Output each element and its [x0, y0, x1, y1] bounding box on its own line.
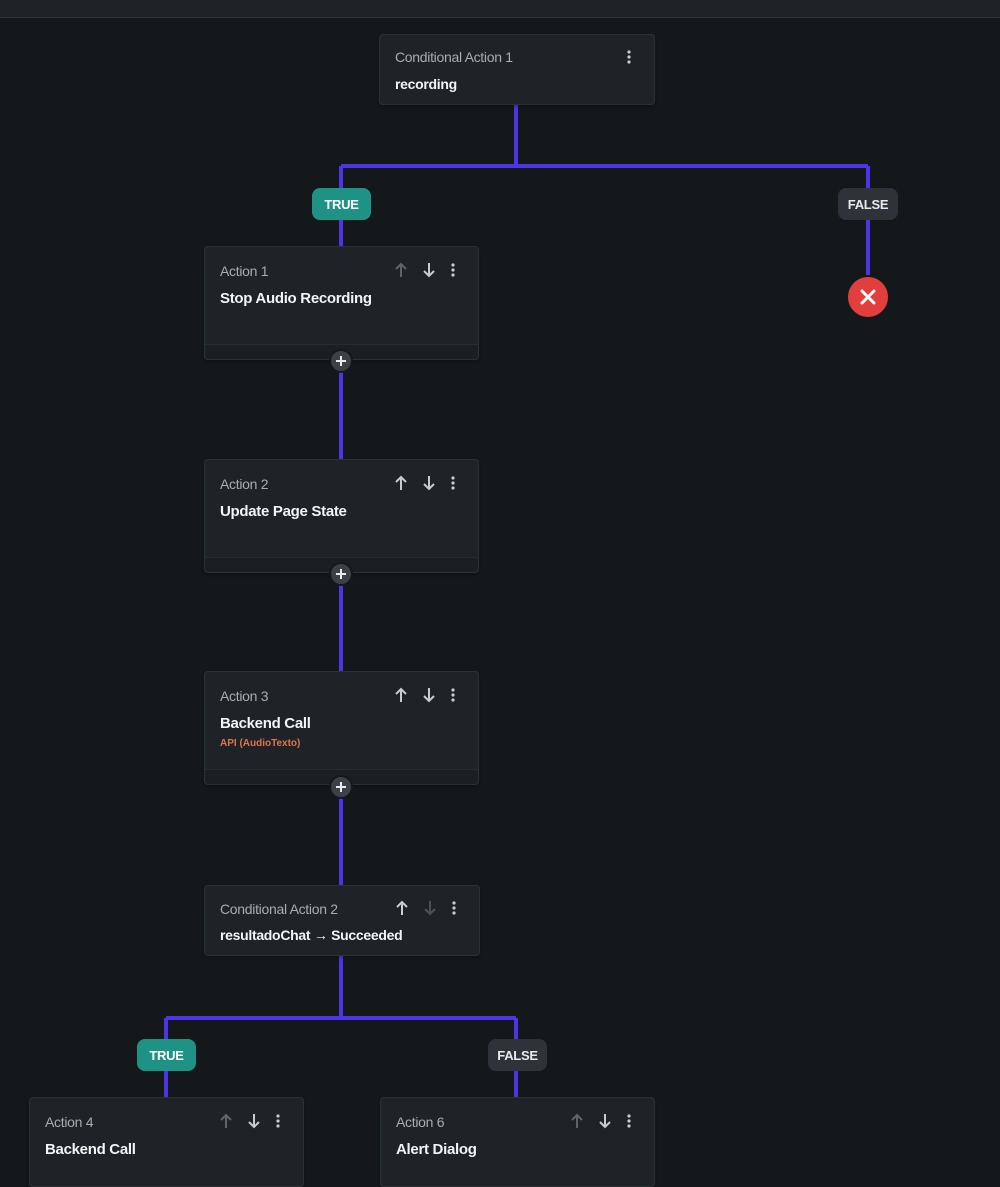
arrow-down-icon[interactable]	[245, 1112, 263, 1130]
action-label: Action 6	[396, 1114, 445, 1130]
arrow-up-icon[interactable]	[392, 261, 410, 279]
action-label: Action 1	[220, 263, 269, 279]
more-vertical-icon[interactable]	[269, 1112, 287, 1130]
false-branch-badge: FALSE	[838, 188, 898, 220]
plus-icon	[336, 569, 346, 579]
action-4-card[interactable]: Action 4 Backend Call	[29, 1097, 304, 1187]
action-title: Update Page State	[220, 503, 347, 520]
add-action-button[interactable]	[329, 349, 353, 373]
action-label: Action 3	[220, 688, 269, 704]
plus-icon	[336, 782, 346, 792]
arrow-down-icon[interactable]	[420, 261, 438, 279]
more-vertical-icon[interactable]	[620, 1112, 638, 1130]
true-branch-badge: TRUE	[312, 188, 371, 220]
action-3-card[interactable]: Action 3 Backend Call API (AudioTexto)	[204, 671, 479, 785]
action-title: Backend Call	[45, 1141, 136, 1158]
plus-icon	[336, 356, 346, 366]
more-vertical-icon[interactable]	[444, 686, 462, 704]
arrow-up-icon[interactable]	[392, 474, 410, 492]
action-label: Action 2	[220, 476, 269, 492]
arrow-up-icon[interactable]	[568, 1112, 586, 1130]
more-vertical-icon[interactable]	[445, 899, 463, 917]
false-branch-badge: FALSE	[488, 1039, 547, 1071]
more-vertical-icon[interactable]	[444, 261, 462, 279]
action-1-card[interactable]: Action 1 Stop Audio Recording	[204, 246, 479, 360]
add-action-button[interactable]	[329, 775, 353, 799]
close-icon[interactable]	[846, 275, 890, 319]
arrow-down-icon[interactable]	[420, 686, 438, 704]
top-toolbar	[0, 0, 1000, 18]
true-branch-badge: TRUE	[137, 1039, 196, 1071]
conditional-action-2-card[interactable]: Conditional Action 2 resultadoChat → Suc…	[204, 885, 480, 956]
conditional-action-1-card[interactable]: Conditional Action 1 recording	[379, 34, 655, 105]
add-action-button[interactable]	[329, 562, 353, 586]
more-vertical-icon[interactable]	[620, 48, 638, 66]
arrow-down-icon[interactable]	[421, 899, 439, 917]
condition-text: resultadoChat → Succeeded	[220, 927, 403, 943]
action-title: Backend Call	[220, 715, 311, 732]
action-title: Alert Dialog	[396, 1141, 477, 1158]
api-call-subtitle: API (AudioTexto)	[220, 738, 301, 749]
conditional-action-label: Conditional Action 1	[395, 49, 513, 65]
arrow-down-icon[interactable]	[596, 1112, 614, 1130]
action-label: Action 4	[45, 1114, 94, 1130]
conditional-action-label: Conditional Action 2	[220, 901, 338, 917]
arrow-up-icon[interactable]	[393, 899, 411, 917]
flow-connectors	[164, 104, 870, 1098]
arrow-down-icon[interactable]	[420, 474, 438, 492]
action-6-card[interactable]: Action 6 Alert Dialog	[380, 1097, 655, 1187]
more-vertical-icon[interactable]	[444, 474, 462, 492]
action-2-card[interactable]: Action 2 Update Page State	[204, 459, 479, 573]
arrow-up-icon[interactable]	[392, 686, 410, 704]
condition-text: recording	[395, 76, 457, 92]
arrow-up-icon[interactable]	[217, 1112, 235, 1130]
action-title: Stop Audio Recording	[220, 290, 372, 307]
